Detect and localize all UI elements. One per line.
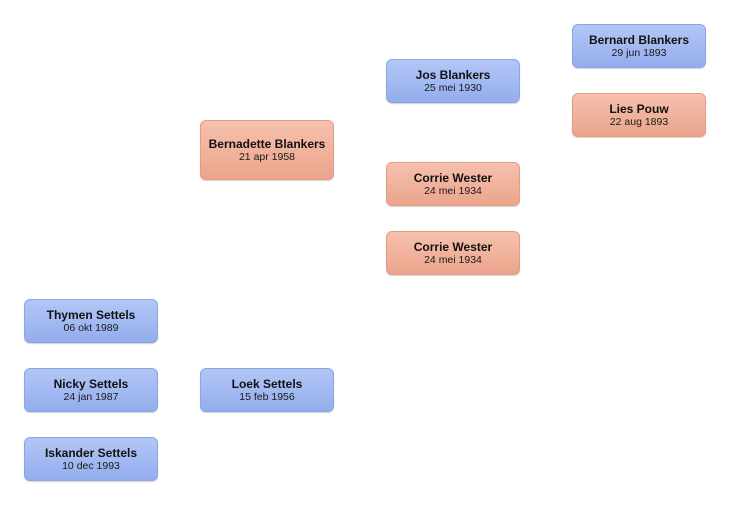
person-name: Lies Pouw bbox=[609, 101, 669, 116]
person-birth-date: 24 jan 1987 bbox=[63, 390, 119, 403]
person-birth-date: 06 okt 1989 bbox=[63, 321, 119, 334]
person-name: Bernard Blankers bbox=[588, 32, 690, 47]
person-birth-date: 29 jun 1893 bbox=[611, 46, 667, 59]
person-birth-date: 25 mei 1930 bbox=[424, 81, 482, 94]
person-name: Jos Blankers bbox=[415, 67, 491, 82]
person-name: Corrie Wester bbox=[413, 239, 493, 254]
person-name: Thymen Settels bbox=[46, 307, 136, 322]
person-name: Corrie Wester bbox=[413, 170, 493, 185]
person-birth-date: 15 feb 1956 bbox=[239, 390, 295, 403]
person-birth-date: 24 mei 1934 bbox=[424, 253, 482, 266]
person-name: Nicky Settels bbox=[53, 376, 129, 391]
person-name: Loek Settels bbox=[231, 376, 303, 391]
person-birth-date: 22 aug 1893 bbox=[609, 115, 669, 128]
person-birth-date: 21 apr 1958 bbox=[238, 150, 296, 163]
person-name: Iskander Settels bbox=[44, 445, 138, 460]
person-birth-date: 24 mei 1934 bbox=[424, 184, 482, 197]
person-birth-date: 10 dec 1993 bbox=[62, 459, 120, 472]
person-name: Bernadette Blankers bbox=[208, 136, 326, 151]
